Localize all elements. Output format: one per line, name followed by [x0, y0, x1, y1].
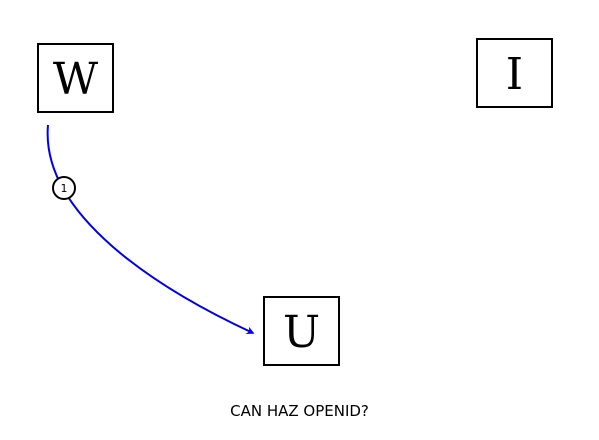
node-i-box: [476, 38, 553, 108]
node-w: W: [37, 43, 114, 113]
node-u-box: [263, 296, 340, 366]
edge-w-to-u-line: [46, 124, 255, 334]
node-u-label: U: [283, 307, 320, 358]
node-w-label: W: [53, 54, 99, 105]
node-i: I: [476, 38, 553, 108]
edge-w-to-u: 1: [46, 124, 255, 334]
diagram-caption: CAN HAZ OPENID?: [230, 402, 369, 420]
step-badge-label: 1: [61, 182, 68, 195]
node-w-box: [37, 43, 114, 113]
node-u: U: [263, 296, 340, 366]
step-badge: [52, 176, 76, 200]
node-i-label: I: [506, 49, 523, 100]
